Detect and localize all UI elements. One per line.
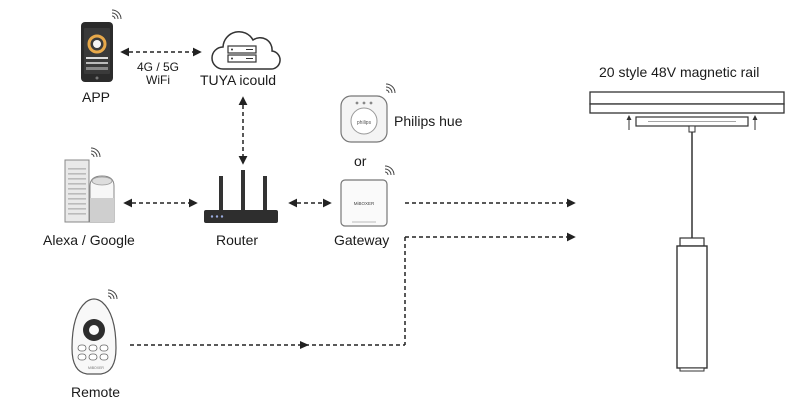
philips-label: Philips hue [394, 113, 463, 129]
smart-speaker-icon [64, 159, 115, 223]
connections [120, 47, 576, 346]
rail-label: 20 style 48V magnetic rail [599, 64, 760, 80]
philips-hub-icon: philips [340, 95, 388, 143]
remote-label: Remote [71, 384, 121, 400]
router-label: Router [216, 232, 259, 248]
magnetic-rail-icon [589, 91, 785, 130]
phone-icon [81, 22, 113, 82]
cloud-label: TUYA icould [200, 72, 276, 88]
network-label: 4G / 5G WiFi [132, 61, 184, 87]
remote-device-text: MiBOXER [88, 366, 104, 370]
gateway-label: Gateway [334, 232, 390, 248]
wifi-icon [385, 83, 396, 94]
network-label-line2: WiFi [146, 73, 170, 87]
network-label-line1: 4G / 5G [136, 60, 180, 74]
wifi-icon [111, 9, 122, 20]
remote-link-arrow [300, 341, 309, 349]
gateway-icon: MiBOXER [340, 179, 388, 227]
wifi-icon [90, 147, 101, 158]
philips-device-text: philips [357, 120, 372, 126]
router-icon [204, 170, 278, 223]
or-label: or [354, 153, 367, 169]
alexa-google-label: Alexa / Google [43, 232, 135, 248]
wifi-icon [384, 165, 395, 176]
pendant-light-icon [676, 125, 708, 372]
wifi-icon [107, 289, 118, 300]
remote-icon: MiBOXER [71, 298, 117, 375]
app-label: APP [82, 89, 111, 105]
cloud-icon [211, 31, 281, 70]
gateway-device-text: MiBOXER [354, 201, 375, 206]
